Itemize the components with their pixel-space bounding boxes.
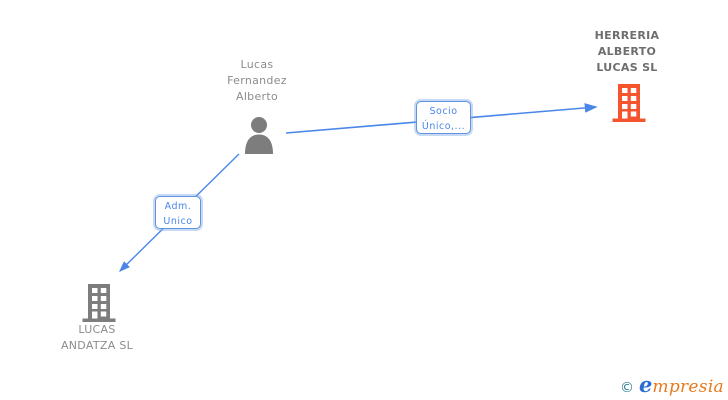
company-name-line: LUCAS SL bbox=[596, 61, 658, 74]
edge-label-line: Único,... bbox=[421, 121, 466, 132]
copyright-icon: © bbox=[620, 380, 635, 396]
person-silhouette-icon bbox=[245, 117, 273, 154]
company-name-line: LUCAS bbox=[78, 323, 116, 336]
edge-label-adm-unico[interactable]: Adm. Unico bbox=[155, 196, 201, 229]
brand-letter-e: e bbox=[639, 372, 653, 397]
herreria-name-label: HERRERIA ALBERTO LUCAS SL bbox=[567, 28, 687, 76]
empresia-logo[interactable]: © empresia bbox=[620, 372, 724, 398]
edge-label-line: Socio bbox=[429, 106, 458, 117]
brand-rest: mpresia bbox=[652, 377, 724, 397]
company-name-line: HERRERIA bbox=[594, 29, 660, 42]
andatza-name-label: LUCAS ANDATZA SL bbox=[37, 322, 157, 354]
building-icon-gray bbox=[82, 284, 116, 322]
edge-label-line: Adm. bbox=[164, 201, 192, 212]
person-name-line: Lucas bbox=[240, 58, 274, 71]
building-icon-orange bbox=[612, 84, 646, 122]
empresia-wordmark: empresia bbox=[639, 372, 724, 397]
edge-label-line: Unico bbox=[163, 216, 193, 227]
person-name-label: Lucas Fernandez Alberto bbox=[197, 57, 317, 105]
company-name-line: ALBERTO bbox=[597, 45, 657, 58]
company-name-line: ANDATZA SL bbox=[60, 339, 134, 352]
person-name-line: Fernandez bbox=[227, 74, 287, 87]
person-name-line: Alberto bbox=[236, 90, 278, 103]
edge-label-socio-unico[interactable]: Socio Único,... bbox=[416, 101, 471, 134]
